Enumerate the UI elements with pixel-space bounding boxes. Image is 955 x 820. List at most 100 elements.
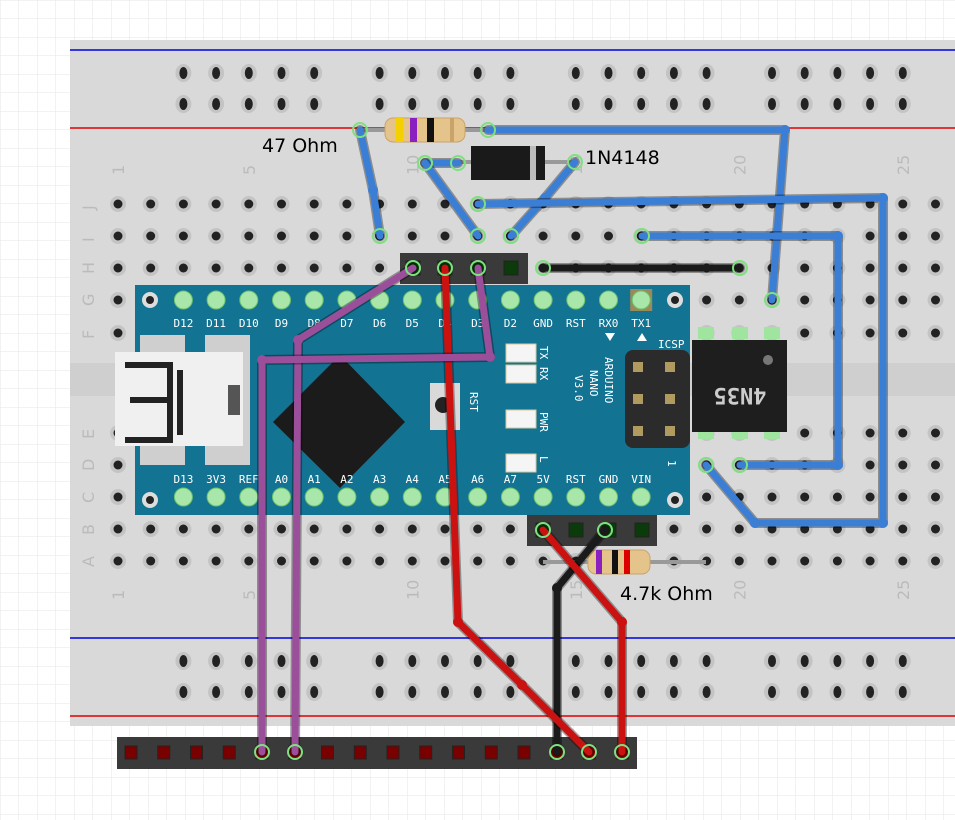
arduino-pin[interactable] [239,290,259,310]
arduino-pin[interactable] [402,487,422,507]
header-pin[interactable] [517,745,531,760]
hole-center [211,199,221,209]
arduino-pin[interactable] [206,487,226,507]
arduino-pin[interactable] [239,487,259,507]
header-pin[interactable] [222,745,236,760]
arduino-pin[interactable] [631,487,651,507]
wire-endpoint[interactable] [549,744,565,760]
wire-endpoint[interactable] [470,260,486,276]
header-pin[interactable] [452,745,465,760]
wire-endpoint[interactable] [732,457,748,473]
header-pin[interactable] [124,745,138,760]
wire-endpoint[interactable] [732,260,748,276]
arduino-pin-label: GND [599,473,619,486]
wire-endpoint[interactable] [254,744,270,760]
wire-endpoint[interactable] [535,260,551,276]
rail-hole-center [604,686,613,698]
wire-endpoint[interactable] [567,154,583,170]
header-pin[interactable] [419,745,433,760]
wire-endpoint[interactable] [535,522,551,538]
wire-bendpoint[interactable] [780,125,790,135]
header-pin[interactable] [503,260,519,276]
wire-bendpoint[interactable] [485,352,495,362]
header-pin[interactable] [568,522,584,538]
led-label: TX [537,346,550,360]
wire-bendpoint[interactable] [617,617,627,627]
arduino-pin[interactable] [337,487,357,507]
hole-center [342,231,352,241]
column-number: 15 [567,580,586,600]
wire-bendpoint[interactable] [878,193,888,203]
arduino-pin[interactable] [599,290,618,310]
red-wire[interactable] [441,264,593,756]
hole-center [309,231,319,241]
header-pin[interactable] [484,745,498,760]
rail-hole-center [702,67,711,79]
wire-bendpoint[interactable] [750,518,760,528]
hole-center [178,556,188,566]
wire-endpoint[interactable] [503,228,519,244]
arduino-pin[interactable] [272,290,291,310]
header-pin[interactable] [190,745,203,760]
wire-endpoint[interactable] [450,155,466,171]
wire-endpoint[interactable] [470,196,486,212]
arduino-pin[interactable] [533,290,553,310]
wire-bendpoint[interactable] [833,231,843,241]
arduino-pin[interactable] [304,290,324,310]
header-pin[interactable] [157,745,171,760]
wire-endpoint[interactable] [437,260,453,276]
hole-center [898,263,908,273]
wire-endpoint[interactable] [417,155,433,171]
blue-wire[interactable] [421,159,482,240]
arduino-pin-label: D13 [173,473,193,486]
arduino-pin[interactable] [272,487,291,507]
wire-bendpoint[interactable] [293,335,303,345]
wire-bendpoint[interactable] [368,185,378,195]
arduino-pin[interactable] [566,487,586,507]
arduino-pin[interactable] [206,290,226,310]
header-pin[interactable] [386,745,400,760]
wire-bendpoint[interactable] [257,355,267,365]
hole-center [113,460,123,470]
wire-bendpoint[interactable] [552,583,562,593]
arduino-pin-label: D9 [275,317,288,330]
wire-endpoint[interactable] [764,292,780,308]
wire-endpoint[interactable] [597,522,613,538]
wire-endpoint[interactable] [470,228,486,244]
arduino-pin[interactable] [533,487,553,507]
arduino-pin[interactable] [599,487,618,507]
wire-endpoint[interactable] [634,228,650,244]
arduino-pin[interactable] [468,487,488,507]
wire-bendpoint[interactable] [878,518,888,528]
wire-endpoint[interactable] [352,122,368,138]
purple-wire[interactable] [258,264,494,756]
arduino-pin[interactable] [500,290,520,310]
arduino-pin[interactable] [370,487,390,507]
row-letter: J [79,205,98,211]
wire-endpoint[interactable] [405,260,421,276]
arduino-pin[interactable] [566,290,586,310]
arduino-pin[interactable] [173,290,193,310]
rail-hole-center [375,655,384,667]
rail-hole-center [833,98,842,110]
wire-bendpoint[interactable] [453,617,463,627]
wire-endpoint[interactable] [480,122,496,138]
arduino-pin[interactable] [500,487,520,507]
wire-endpoint[interactable] [287,744,303,760]
header-pin[interactable] [353,745,367,760]
wire-endpoint[interactable] [372,228,388,244]
wire-endpoint[interactable] [581,744,597,760]
rail-hole-center [768,686,776,698]
wire-bendpoint[interactable] [833,460,843,470]
arduino-pin[interactable] [173,487,193,507]
hole-center [146,231,156,241]
blue-wire[interactable] [638,232,842,469]
wire-bendpoint[interactable] [517,680,527,690]
arduino-pin[interactable] [304,487,324,507]
arduino-pin[interactable] [631,290,651,310]
header-pin[interactable] [634,522,650,538]
arduino-pin[interactable] [402,290,422,310]
header-pin[interactable] [321,745,334,760]
wire-endpoint[interactable] [698,457,714,473]
wire-endpoint[interactable] [614,744,630,760]
